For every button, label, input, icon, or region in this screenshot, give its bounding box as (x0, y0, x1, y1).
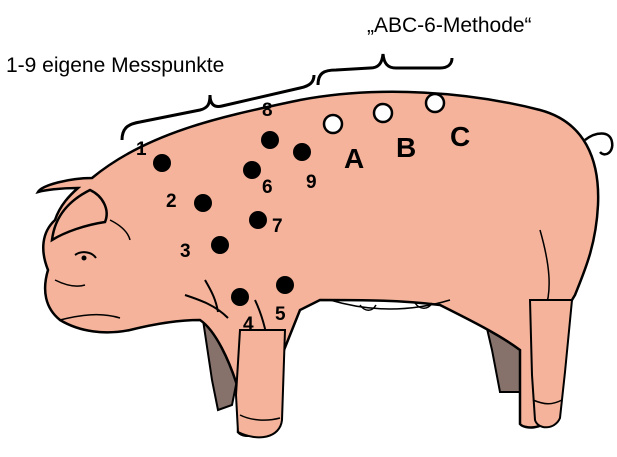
marker-point-1 (153, 154, 171, 172)
marker-point-6 (243, 161, 261, 179)
marker-point-4 (231, 288, 249, 306)
caption-abc-method: „ABC-6-Methode“ (367, 14, 532, 37)
label-point-c: C (450, 121, 470, 152)
hind-leg (530, 300, 572, 427)
marker-point-3 (211, 236, 229, 254)
label-point-6: 6 (262, 177, 273, 198)
marker-point-c (426, 94, 444, 112)
label-point-3: 3 (180, 241, 191, 262)
label-point-4: 4 (243, 314, 254, 335)
label-point-7: 7 (272, 216, 283, 237)
pig-illustration (38, 92, 612, 438)
marker-point-5 (276, 276, 294, 294)
label-point-2: 2 (166, 191, 177, 212)
marker-point-9 (293, 143, 311, 161)
marker-point-8 (261, 131, 279, 149)
marker-point-a (324, 115, 342, 133)
marker-point-2 (194, 194, 212, 212)
label-point-a: A (344, 143, 364, 174)
label-point-1: 1 (136, 139, 147, 160)
label-point-9: 9 (306, 172, 317, 193)
brace-abc-method (318, 54, 452, 85)
caption-own-points: 1-9 eigene Messpunkte (6, 54, 224, 77)
marker-point-7 (249, 211, 267, 229)
label-point-8: 8 (262, 100, 273, 121)
front-leg (236, 330, 285, 437)
label-point-5: 5 (275, 304, 286, 325)
marker-point-b (374, 104, 392, 122)
label-point-b: B (396, 132, 416, 163)
